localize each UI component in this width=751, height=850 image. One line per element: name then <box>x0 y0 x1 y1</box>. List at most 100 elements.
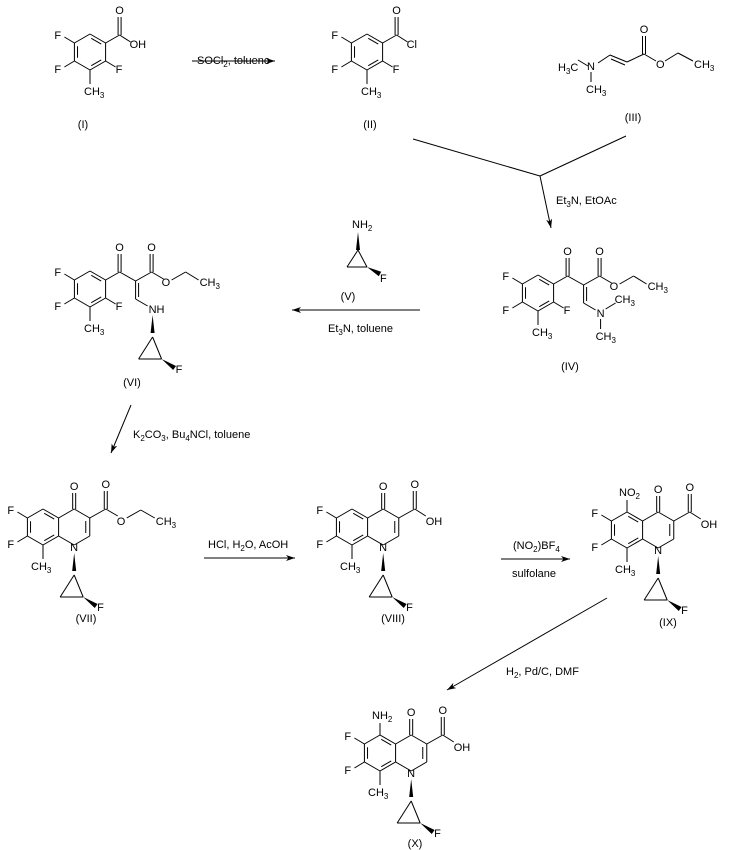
atom-label: N <box>379 542 387 554</box>
atom-label: O <box>70 481 79 493</box>
bond <box>341 36 352 44</box>
bond <box>626 511 643 522</box>
bond <box>539 175 552 229</box>
compound-label-X: (X) <box>408 838 423 850</box>
bond <box>351 60 368 71</box>
compound-label-VI: (VI) <box>123 377 141 389</box>
bond <box>601 514 612 522</box>
bond <box>395 734 412 745</box>
bond <box>336 508 353 519</box>
bond <box>354 761 365 769</box>
bond <box>583 302 596 311</box>
bond <box>346 249 359 268</box>
bond <box>627 537 639 545</box>
atom-label: O <box>563 246 572 258</box>
bond <box>382 535 400 546</box>
atom-label: NO2 <box>619 487 641 501</box>
atom-label: F <box>434 828 441 840</box>
atom-label: O <box>654 484 663 496</box>
reagent-IV-VI: Et3N, toluene <box>328 323 393 337</box>
bond <box>583 275 600 286</box>
bond <box>126 509 142 519</box>
atom-label: F <box>591 542 598 554</box>
wedge-bond <box>367 267 382 277</box>
atom-label: O <box>610 281 619 293</box>
atom-label: F <box>331 30 338 42</box>
bond <box>677 52 694 62</box>
bond <box>58 535 75 546</box>
bond <box>152 336 163 360</box>
reagent-VIII-IX-below: sulfolane <box>512 568 556 580</box>
atom-label: N <box>654 545 662 557</box>
bond <box>59 574 75 598</box>
bond <box>537 274 554 285</box>
atom-label: O <box>438 705 447 717</box>
atom-label: F <box>54 267 61 279</box>
bond <box>42 508 59 519</box>
bond <box>396 34 408 43</box>
bond <box>351 535 368 546</box>
bond <box>74 33 91 44</box>
bond <box>74 270 91 281</box>
bond <box>135 298 148 307</box>
bond <box>119 34 131 43</box>
wedge-bond <box>83 597 98 609</box>
bond <box>89 33 106 44</box>
bond <box>90 37 102 45</box>
atom-label: O <box>162 277 171 289</box>
bond <box>611 511 628 522</box>
compound-label-VII: (VII) <box>76 613 97 625</box>
atom-label: F <box>344 731 351 743</box>
atom-label: F <box>564 305 571 317</box>
bond <box>599 275 612 284</box>
bond <box>537 301 554 312</box>
atom-label: CH3 <box>31 561 52 575</box>
atom-label: O <box>410 479 419 491</box>
compound-label-II: (II) <box>363 119 376 131</box>
bond <box>610 58 626 66</box>
atom-label: OH <box>130 39 147 51</box>
atom-label: F <box>97 602 104 614</box>
arrow-VII-VIII <box>204 555 295 561</box>
arrowhead <box>561 556 570 562</box>
bond <box>657 511 675 522</box>
bond <box>110 404 132 454</box>
atom-label: O <box>101 479 110 491</box>
bond <box>382 508 400 519</box>
atom-label: F <box>176 364 183 376</box>
reagent-VII-VIII: HCl, H2O, AcOH <box>208 539 288 553</box>
reaction-arrows <box>110 58 627 691</box>
atom-label: F <box>116 64 123 76</box>
bond <box>354 737 365 745</box>
bond <box>657 538 675 549</box>
atom-label: F <box>54 64 61 76</box>
bond <box>577 59 589 67</box>
wedge-bond <box>161 359 177 371</box>
bond <box>135 271 152 282</box>
bond <box>336 535 353 546</box>
atom-label: CH3 <box>340 561 361 575</box>
bond <box>553 275 568 285</box>
atom-label: N <box>597 308 605 320</box>
bond <box>351 33 368 44</box>
bond <box>105 297 116 305</box>
atom-label: F <box>54 30 61 42</box>
reagent-IX-X: H2, Pd/C, DMF <box>506 666 579 680</box>
wedge-bond <box>409 779 414 797</box>
atom-label: F <box>681 605 688 617</box>
bond <box>89 60 106 71</box>
atom-label: CH3 <box>200 277 221 291</box>
bond <box>351 508 368 519</box>
bond <box>367 37 379 45</box>
arrowhead <box>111 443 118 453</box>
compound-label-III: (III) <box>625 112 642 124</box>
bond <box>27 535 44 546</box>
bond <box>379 734 396 745</box>
bond <box>689 511 702 520</box>
atom-label: Cl <box>407 39 417 51</box>
